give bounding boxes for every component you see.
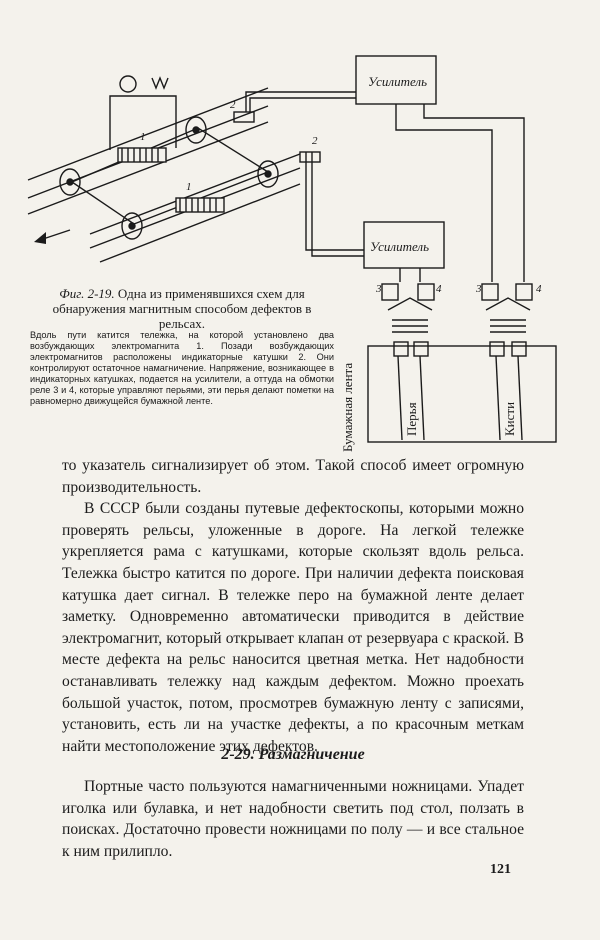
- relay-icon: [481, 283, 533, 357]
- figure-title: Одна из применявшихся схем для обнаружен…: [52, 286, 312, 331]
- indicator-coil: [299, 151, 321, 163]
- amplifier-bottom-label: Усилитель: [370, 239, 429, 254]
- rail-defect-diagram: Усилитель Усилитель 1 1 2 2 3 4 3 4 Бума…: [27, 55, 557, 452]
- paper-tape-label: Бумажная лента: [340, 363, 355, 452]
- coil-number-2b: 2: [312, 135, 318, 147]
- indicator-coil: [233, 111, 255, 123]
- brush-icon: [517, 355, 523, 441]
- rail-line: [27, 121, 269, 215]
- electromagnet-icon: [175, 197, 225, 213]
- track-wheel-icon: [121, 212, 143, 240]
- figure-number: Фиг. 2-19.: [59, 286, 115, 301]
- pen-icon: [419, 355, 425, 441]
- track-wheel-icon: [59, 168, 81, 196]
- figure-description: Вдоль пути катится тележка, на которой у…: [30, 330, 334, 406]
- paragraph: то указатель сигнализирует об этом. Тако…: [62, 457, 524, 496]
- relay-right-3: 3: [475, 283, 482, 295]
- pen-icon: [397, 355, 403, 441]
- electromagnet-icon: [117, 147, 167, 163]
- rail-line: [27, 87, 269, 181]
- relay-left-4: 4: [436, 283, 442, 295]
- pens-label: Перья: [404, 402, 419, 436]
- brush-icon: [495, 355, 501, 441]
- main-text: то указатель сигнализирует об этом. Тако…: [62, 455, 524, 757]
- rail-line: [89, 153, 301, 235]
- track-wheel-icon: [185, 116, 207, 144]
- coil-number-2a: 2: [230, 99, 236, 111]
- relay-right-4: 4: [536, 283, 542, 295]
- relay-left-3: 3: [375, 283, 382, 295]
- paragraph: Портные часто пользуются намагниченными …: [62, 778, 524, 860]
- relay-icon: [381, 283, 435, 357]
- amplifier-top-label: Усилитель: [368, 74, 427, 89]
- track-wheel-icon: [257, 160, 279, 188]
- section-heading: 2-29. Размагничение: [221, 746, 365, 763]
- page-number: 121: [490, 862, 511, 877]
- coil-number-1a: 1: [140, 131, 146, 143]
- figure-caption: Фиг. 2-19. Одна из применявшихся схем дл…: [30, 286, 334, 331]
- amplifier-box-bottom: [363, 221, 445, 269]
- rail-line: [99, 183, 301, 263]
- paragraph: В СССР были созданы путевые дефектоскопы…: [62, 500, 524, 755]
- coil-number-1b: 1: [186, 181, 192, 193]
- brushes-label: Кисти: [502, 402, 517, 436]
- cart-frame: [70, 127, 270, 225]
- paper-tape: [367, 345, 557, 443]
- direction-arrow-icon: [34, 229, 71, 244]
